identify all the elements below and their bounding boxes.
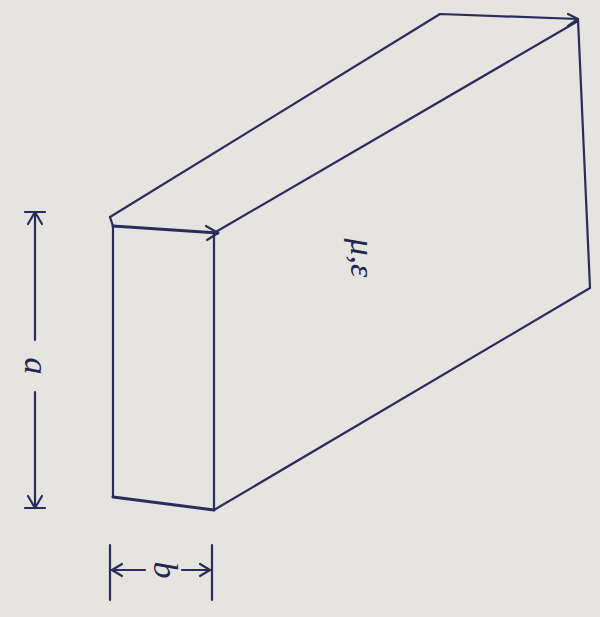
- material-label: μ,ε: [345, 239, 379, 278]
- arrow-head: [206, 226, 218, 240]
- slab-edge: [213, 233, 215, 510]
- slab-edge: [214, 21, 578, 233]
- slab-edge: [110, 217, 113, 226]
- arrow-head: [568, 14, 578, 26]
- dimension-tick: [110, 545, 212, 600]
- slab-edge: [112, 226, 114, 497]
- slab-edge: [113, 226, 218, 233]
- slab-edge: [113, 497, 214, 510]
- dimension-label: a: [18, 358, 52, 375]
- slab-edge: [110, 14, 590, 510]
- dimension-label: b: [147, 562, 181, 579]
